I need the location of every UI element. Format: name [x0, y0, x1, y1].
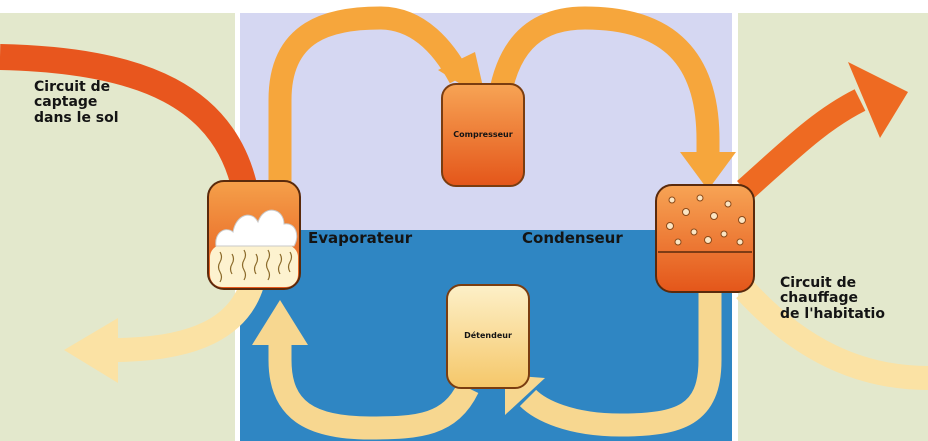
condenser-to-expansion-pipe	[519, 290, 722, 437]
evaporator-inlet-arrowhead	[252, 300, 308, 345]
compressor-label: Compresseur	[453, 130, 513, 139]
evaporator-label: Evaporateur	[308, 229, 413, 247]
heating-outgoing-arrowhead	[848, 62, 908, 138]
expansion-valve-label: Détendeur	[464, 331, 512, 340]
source-circuit-label: Circuit de captage dans le sol	[34, 79, 119, 126]
evaporator-unit	[207, 180, 301, 290]
heating-circuit-line-3: de l'habitatio	[780, 305, 885, 322]
source-circuit-arrow	[0, 44, 260, 203]
evaporation-cloud	[215, 209, 298, 247]
evaporator-to-compressor-pipe	[268, 6, 471, 182]
heating-circuit-line-2: chauffage	[780, 290, 858, 307]
condenser-unit	[655, 184, 755, 293]
source-circuit-line-1: Circuit de	[34, 79, 111, 95]
compressor-to-condenser-pipe	[488, 6, 720, 155]
source-circuit-line-3: dans le sol	[34, 109, 119, 126]
heating-circuit-line-1: Circuit de	[780, 275, 857, 291]
expansion-to-evaporator-pipe	[268, 340, 479, 440]
heating-return-arrow	[736, 281, 928, 390]
condenser-label: Condenseur	[522, 229, 623, 247]
compressor-box	[441, 83, 525, 187]
source-circuit-line-2: captage	[34, 94, 98, 111]
condenser-inlet-arrowhead	[680, 152, 736, 190]
expansion-valve-box	[446, 284, 530, 389]
heating-circuit-label: Circuit de chauffage de l'habitatio	[780, 275, 885, 322]
heating-outgoing-arrow	[737, 89, 866, 199]
source-return-arrow	[111, 269, 267, 362]
source-return-arrowhead	[64, 318, 118, 383]
